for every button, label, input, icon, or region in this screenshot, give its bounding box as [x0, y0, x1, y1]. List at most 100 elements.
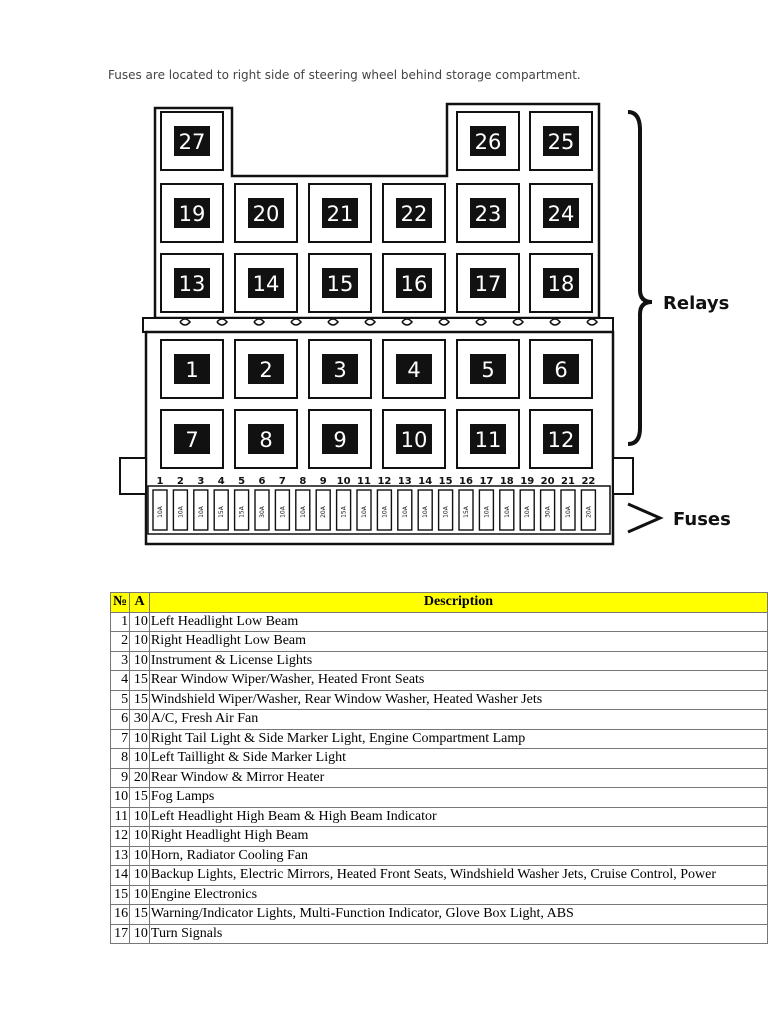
- fuses-label: Fuses: [673, 509, 731, 530]
- fuse-slot: 10A: [417, 489, 433, 531]
- relay-number: 21: [327, 202, 354, 226]
- fuse-description-cell: Backup Lights, Electric Mirrors, Heated …: [148, 865, 768, 886]
- fuse-body: [499, 489, 515, 531]
- fuse-body: [397, 489, 413, 531]
- left-side-tab: [119, 457, 147, 495]
- fuse-body: [315, 489, 331, 531]
- relay-cell: 21: [308, 183, 372, 243]
- latch-tabs: [179, 318, 599, 326]
- fuse-description-cell: Rear Window Wiper/Washer, Heated Front S…: [148, 670, 768, 691]
- latch-tab: [327, 318, 340, 326]
- fuse-body: [539, 489, 556, 531]
- fuse-slot: 20A: [580, 489, 597, 531]
- relay-cell: 20: [234, 183, 298, 243]
- relay-number-badge: [248, 268, 284, 298]
- fuse-description-cell: Rear Window & Mirror Heater: [148, 767, 768, 788]
- fuse-rating: 30A: [545, 505, 552, 518]
- fuse-number-cell: 13: [109, 845, 131, 866]
- relay-cell: 3: [308, 339, 372, 399]
- relay-cell: 1: [160, 339, 224, 399]
- relay-number: 19: [179, 202, 206, 226]
- relay-cell: 19: [160, 183, 224, 243]
- relay-cell: 12: [529, 409, 593, 469]
- fuse-slot: 10A: [437, 489, 454, 531]
- header-description: Description: [148, 592, 768, 613]
- fuse-number-cell: 4: [109, 670, 131, 691]
- latch-tab: [290, 318, 303, 326]
- relay-number-badge: [322, 198, 358, 228]
- relay-number-badge: [322, 268, 358, 298]
- fuse-amperage-cell: 10: [129, 845, 150, 866]
- latch-tab: [586, 318, 599, 326]
- relay-number: 27: [179, 130, 206, 154]
- relay-cell: 4: [382, 339, 446, 399]
- fuse-slot: 15A: [233, 489, 250, 531]
- relay-number: 22: [401, 202, 428, 226]
- latch-tab: [401, 318, 414, 326]
- fuse-number-cell: 9: [109, 767, 131, 788]
- fuse-amperage-cell: 10: [129, 923, 150, 944]
- relay-number: 23: [475, 202, 502, 226]
- fuse-description-cell: Windshield Wiper/Washer, Rear Window Was…: [148, 689, 768, 710]
- relay-cell: 26: [456, 111, 520, 171]
- fuse-number-cell: 1: [109, 611, 131, 632]
- fuse-body: [417, 489, 433, 531]
- fuse-index: 14: [418, 476, 432, 487]
- fuse-index: 8: [299, 476, 306, 487]
- relay-number-badge: [322, 424, 358, 454]
- fuse-body: [152, 489, 168, 531]
- fuse-index: 3: [197, 476, 204, 487]
- relay-cell: 6: [529, 339, 593, 399]
- fuse-rating: 10A: [157, 505, 164, 518]
- fuse-index: 22: [581, 476, 595, 487]
- relay-number-badge: [174, 354, 210, 384]
- fuse-rating: 10A: [443, 505, 450, 518]
- fuse-rating: 15A: [239, 505, 246, 518]
- fuse-body: [560, 489, 576, 531]
- relay-cell: 24: [529, 183, 593, 243]
- right-side-tab: [612, 457, 634, 495]
- fuse-slot: 20A: [315, 489, 331, 531]
- relay-number-badge: [174, 198, 210, 228]
- relay-number: 2: [259, 358, 272, 382]
- fuse-description-cell: Horn, Radiator Cooling Fan: [148, 845, 768, 866]
- relay-number-badge: [543, 268, 579, 298]
- relay-number-badge: [470, 198, 506, 228]
- fuse-description-cell: Right Headlight Low Beam: [148, 631, 768, 652]
- relay-cell: 16: [382, 253, 446, 313]
- fuse-index: 16: [459, 476, 473, 487]
- relay-cell: 23: [456, 183, 520, 243]
- fuse-index: 12: [377, 476, 391, 487]
- relay-number: 13: [179, 272, 206, 296]
- fuse-body: [172, 489, 189, 531]
- fuse-amperage-cell: 10: [129, 826, 150, 847]
- fuse-index: 15: [439, 476, 453, 487]
- relay-number-badge: [248, 198, 284, 228]
- fuse-rating: 10A: [279, 505, 286, 518]
- fuse-slot: 30A: [254, 489, 270, 531]
- relay-cell: 13: [160, 253, 224, 313]
- relays-label: Relays: [663, 293, 729, 314]
- fuse-index: 7: [279, 476, 286, 487]
- latch-tab: [438, 318, 451, 326]
- fuse-slot: 10A: [356, 489, 372, 531]
- fuse-number-cell: 8: [109, 748, 131, 769]
- fuse-amperage-cell: 15: [129, 689, 150, 710]
- fuse-rating: 10A: [504, 505, 511, 518]
- relay-number: 11: [475, 428, 502, 452]
- relay-number-badge: [396, 268, 432, 298]
- fuse-amperage-cell: 10: [129, 806, 150, 827]
- fuse-amperage-cell: 10: [129, 865, 150, 886]
- fuse-slot: 10A: [152, 489, 168, 531]
- relay-number: 3: [333, 358, 346, 382]
- fuse-rating: 10A: [198, 505, 205, 518]
- relay-number: 25: [548, 130, 575, 154]
- fuse-rating: 10A: [524, 505, 531, 518]
- fuse-slot: 10A: [295, 489, 311, 531]
- relay-number-badge: [470, 268, 506, 298]
